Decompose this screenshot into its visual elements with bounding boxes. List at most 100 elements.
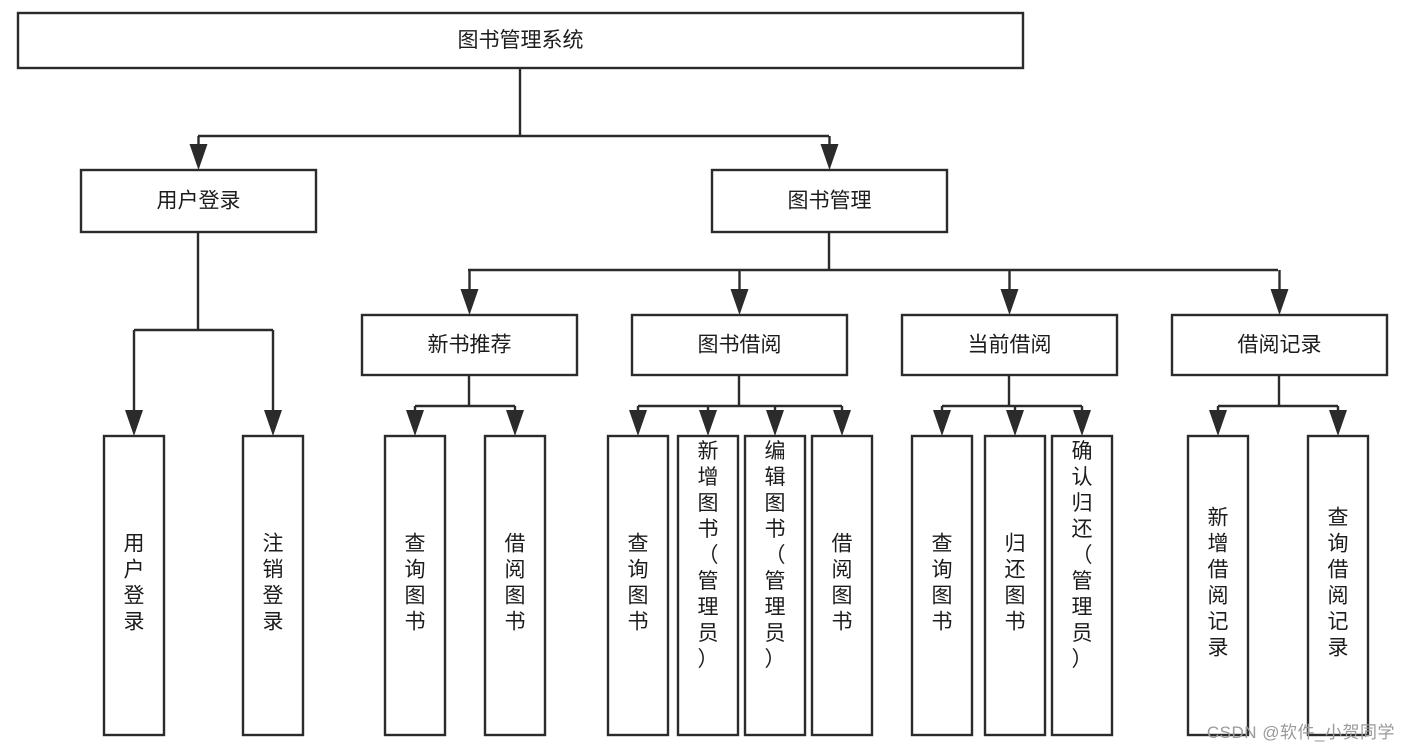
node-leaf-bb-query-book[interactable]: 查询图书 <box>606 434 670 737</box>
node-box[interactable] <box>810 434 874 737</box>
node-leaf-bb-edit-book[interactable]: 编辑图书（管理员） <box>743 434 807 737</box>
arrow-head <box>1329 410 1347 436</box>
arrow-to-l2_user_login <box>189 136 208 170</box>
node-leaf-cb-confirm-return[interactable]: 确认归还（管理员） <box>1050 434 1114 737</box>
node-label: 借阅记录 <box>1238 334 1322 357</box>
node-l3-current-borrow[interactable]: 当前借阅 <box>900 313 1119 377</box>
connector-layer <box>125 68 1347 436</box>
node-l3-new-book-rec[interactable]: 新书推荐 <box>360 313 579 377</box>
node-label: 注销登录 <box>263 533 284 634</box>
node-box[interactable] <box>483 434 547 737</box>
arrow-head <box>833 410 851 436</box>
node-label: 新增借阅记录 <box>1208 507 1229 660</box>
node-box[interactable] <box>1170 313 1389 377</box>
watermark-label: CSDN @软件_小贺同学 <box>1206 723 1395 742</box>
arrow-head <box>933 410 951 436</box>
node-l3-book-borrow[interactable]: 图书借阅 <box>630 313 849 377</box>
arrow-head <box>1006 410 1024 436</box>
arrow-head <box>406 410 424 436</box>
node-box[interactable] <box>710 168 949 234</box>
arrow-to-l3_book_borrow <box>730 270 749 315</box>
arrow-to-leaf_bb_borrow_book <box>833 406 851 436</box>
node-label: 新书推荐 <box>428 334 512 357</box>
arrow-to-leaf_rec_borrow_book <box>506 406 524 436</box>
node-root[interactable]: 图书管理系统 <box>16 11 1025 70</box>
node-label: 图书管理 <box>788 190 872 213</box>
node-box[interactable] <box>1306 434 1370 737</box>
node-box[interactable] <box>383 434 447 737</box>
arrow-to-l2_book_manage <box>820 136 839 170</box>
node-leaf-rec-borrow-book[interactable]: 借阅图书 <box>483 434 547 737</box>
connector-borrow-record-bus <box>1218 375 1338 408</box>
arrow-head <box>629 410 647 436</box>
node-label: 用户登录 <box>124 533 145 634</box>
node-l2-book-manage[interactable]: 图书管理 <box>710 168 949 234</box>
node-leaf-br-query-record[interactable]: 查询借阅记录 <box>1306 434 1370 737</box>
arrow-to-l3_current_borrow <box>1000 270 1019 315</box>
connector-root-bus <box>198 68 829 138</box>
node-label: 查询图书 <box>932 533 953 634</box>
arrow-to-leaf_cb_return_book <box>1006 406 1024 436</box>
node-box[interactable] <box>676 434 740 737</box>
node-box[interactable] <box>16 11 1025 70</box>
node-box[interactable] <box>79 168 318 234</box>
arrow-to-leaf_logout <box>264 330 282 436</box>
arrow-head <box>1073 410 1091 436</box>
node-layer: 图书管理系统用户登录图书管理新书推荐图书借阅当前借阅借阅记录用户登录注销登录查询… <box>16 11 1389 737</box>
arrow-to-leaf_rec_query_book <box>406 406 424 436</box>
node-label: 查询图书 <box>628 533 649 634</box>
arrow-head <box>125 410 143 436</box>
arrow-to-leaf_bb_query_book <box>629 406 647 436</box>
node-label: 借阅图书 <box>832 533 853 634</box>
node-leaf-cb-query-book[interactable]: 查询图书 <box>910 434 974 737</box>
arrow-to-l3_borrow_record <box>1270 270 1289 315</box>
node-box[interactable] <box>241 434 305 737</box>
connector-user-login-bus <box>134 232 273 332</box>
node-label: 归还图书 <box>1005 533 1026 634</box>
node-leaf-logout[interactable]: 注销登录 <box>241 434 305 737</box>
arrow-head <box>460 289 479 315</box>
node-leaf-user-login[interactable]: 用户登录 <box>102 434 166 737</box>
arrow-head <box>264 410 282 436</box>
node-label: 当前借阅 <box>968 334 1052 357</box>
connector-new-book-rec-bus <box>415 375 515 408</box>
node-box[interactable] <box>102 434 166 737</box>
arrow-head <box>1000 289 1019 315</box>
arrow-head <box>506 410 524 436</box>
node-box[interactable] <box>900 313 1119 377</box>
connector-book-manage-bus <box>468 232 1278 272</box>
node-l2-user-login[interactable]: 用户登录 <box>79 168 318 234</box>
node-box[interactable] <box>630 313 849 377</box>
node-label: 新增图书（管理员） <box>698 440 719 671</box>
node-l3-borrow-record[interactable]: 借阅记录 <box>1170 313 1389 377</box>
node-box[interactable] <box>983 434 1047 737</box>
arrow-head <box>1209 410 1227 436</box>
arrow-to-leaf_br_query_record <box>1329 406 1347 436</box>
node-leaf-br-add-record[interactable]: 新增借阅记录 <box>1186 434 1250 737</box>
arrow-to-leaf_user_login <box>125 330 143 436</box>
arrow-to-leaf_bb_edit_book <box>766 406 784 436</box>
arrow-head <box>1270 289 1289 315</box>
node-box[interactable] <box>606 434 670 737</box>
arrow-to-l3_new_book_rec <box>460 270 479 315</box>
connector-current-borrow-bus <box>942 375 1082 408</box>
node-box[interactable] <box>1050 434 1114 737</box>
arrow-to-leaf_cb_query_book <box>933 406 951 436</box>
node-leaf-bb-add-book[interactable]: 新增图书（管理员） <box>676 434 740 737</box>
node-leaf-cb-return-book[interactable]: 归还图书 <box>983 434 1047 737</box>
node-leaf-rec-query-book[interactable]: 查询图书 <box>383 434 447 737</box>
arrow-to-leaf_bb_add_book <box>699 406 717 436</box>
node-label: 查询图书 <box>405 533 426 634</box>
arrow-head <box>730 289 749 315</box>
node-box[interactable] <box>360 313 579 377</box>
node-label: 编辑图书（管理员） <box>765 440 786 671</box>
node-box[interactable] <box>910 434 974 737</box>
node-box[interactable] <box>1186 434 1250 737</box>
node-label: 图书借阅 <box>698 334 782 357</box>
node-box[interactable] <box>743 434 807 737</box>
node-label: 确认归还（管理员） <box>1072 440 1093 671</box>
node-label: 查询借阅记录 <box>1328 507 1349 660</box>
node-leaf-bb-borrow-book[interactable]: 借阅图书 <box>810 434 874 737</box>
node-label: 借阅图书 <box>505 533 526 634</box>
